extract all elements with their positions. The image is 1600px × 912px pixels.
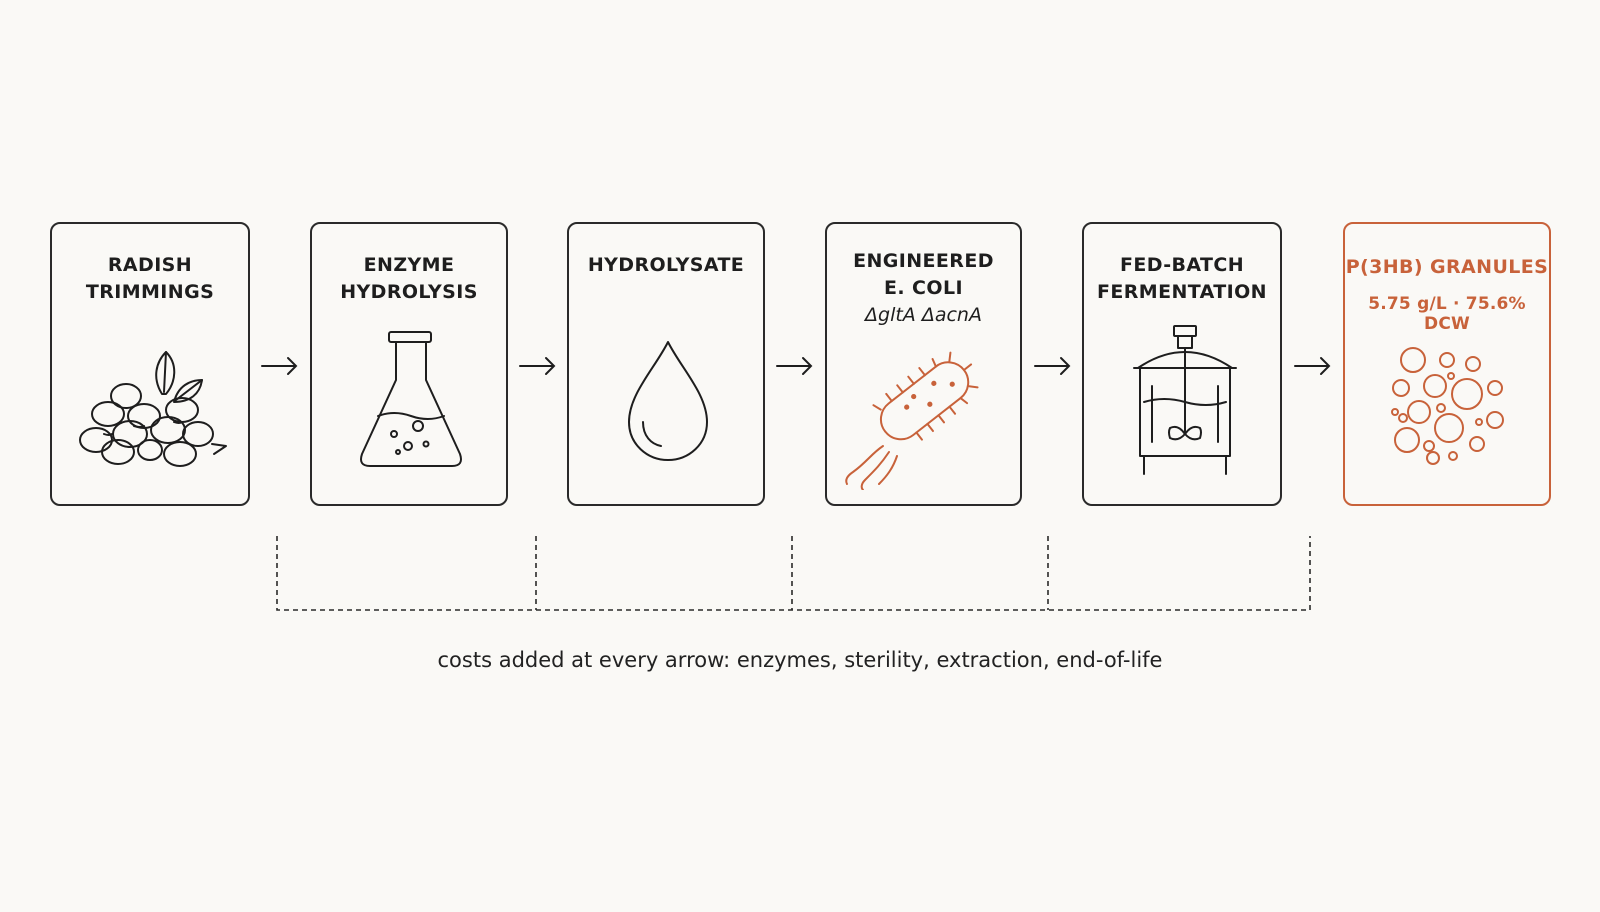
stage-p3hb-granules: P(3HB) GRANULES 5.75 g/L · 75.6% DCW — [1343, 222, 1551, 506]
arrow-right-icon — [776, 357, 813, 375]
granules-icon — [1391, 347, 1504, 465]
cost-caption: costs added at every arrow: enzymes, ste… — [437, 648, 1163, 672]
radish-icon — [79, 351, 227, 467]
bacterium-icon — [845, 351, 979, 490]
stage-hydrolysate: HYDROLYSATE — [567, 222, 765, 506]
strain-genotype: ΔgltA ΔacnA — [865, 304, 982, 326]
stage-title: ENZYME HYDROLYSIS — [340, 254, 478, 303]
stage-title: P(3HB) GRANULES — [1345, 256, 1549, 278]
droplet-icon — [628, 341, 708, 461]
stage-title: FED-BATCH FERMENTATION — [1097, 254, 1267, 303]
arrow-right-icon — [519, 357, 556, 375]
flask-icon — [360, 331, 462, 467]
stage-radish-trimmings: RADISH TRIMMINGS — [50, 222, 250, 506]
arrow-right-icon — [1034, 357, 1071, 375]
stage-engineered-e-coli: ENGINEERED E. COLI ΔgltA ΔacnA — [825, 222, 1022, 506]
stage-title: HYDROLYSATE — [587, 254, 745, 276]
stage-title: RADISH TRIMMINGS — [85, 254, 215, 303]
arrow-right-icon — [261, 357, 298, 375]
yield-metric: 5.75 g/L · 75.6% DCW — [1368, 294, 1526, 334]
stage-fed-batch-fermentation: FED-BATCH FERMENTATION — [1082, 222, 1282, 506]
stage-title: ENGINEERED E. COLI — [853, 250, 994, 299]
stage-enzyme-hydrolysis: ENZYME HYDROLYSIS — [310, 222, 508, 506]
bioreactor-icon — [1133, 325, 1237, 475]
arrow-right-icon — [1294, 357, 1331, 375]
